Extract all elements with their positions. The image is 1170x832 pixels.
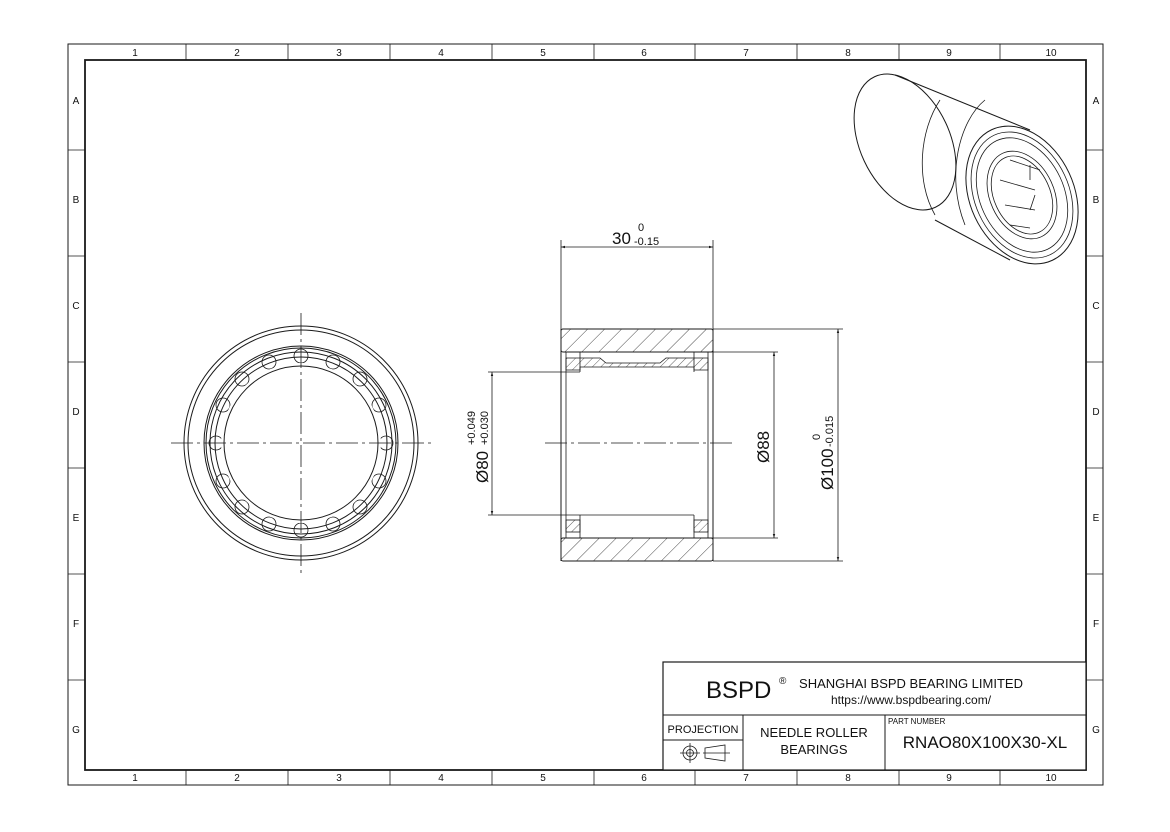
company-url: https://www.bspdbearing.com/: [831, 693, 992, 707]
row-label-left: B: [73, 195, 80, 206]
col-label-bottom: 1: [132, 773, 138, 784]
dimension-raceway: Ø88: [708, 351, 778, 539]
outer-upper-tol: 0: [811, 434, 823, 440]
projection-symbol-icon: [680, 743, 730, 763]
bore-nominal: Ø80: [473, 451, 492, 483]
company-name: SHANGHAI BSPD BEARING LIMITED: [799, 676, 1023, 691]
col-label-bottom: 7: [743, 773, 749, 784]
col-label-bottom: 5: [540, 773, 546, 784]
end-view: [171, 313, 431, 573]
row-label-right: E: [1093, 513, 1100, 524]
isometric-view: [853, 73, 1079, 265]
col-label-top: 1: [132, 48, 138, 59]
row-label-left: F: [73, 619, 79, 630]
part-number-label: PART NUMBER: [888, 717, 946, 726]
bore-upper-tol: +0.049: [466, 411, 478, 445]
col-label-top: 7: [743, 48, 749, 59]
col-label-top: 6: [641, 48, 647, 59]
brand-logo: BSPD: [706, 677, 771, 704]
part-number: RNAO80X100X30-XL: [903, 733, 1067, 752]
row-label-left: D: [72, 407, 79, 418]
col-label-bottom: 3: [336, 773, 342, 784]
row-label-left: C: [72, 301, 79, 312]
width-nominal: 30: [612, 229, 631, 248]
col-label-bottom: 8: [845, 773, 851, 784]
col-label-bottom: 4: [438, 773, 444, 784]
col-label-top: 8: [845, 48, 851, 59]
outer-frame: [67, 43, 1104, 786]
row-label-right: D: [1092, 407, 1099, 418]
dimension-outer: Ø100 0 -0.015: [713, 328, 843, 562]
title-block: BSPD ® SHANGHAI BSPD BEARING LIMITED htt…: [662, 661, 1087, 771]
col-label-bottom: 10: [1045, 773, 1057, 784]
row-label-left: A: [73, 96, 80, 107]
width-lower-tol: -0.15: [634, 236, 659, 248]
col-label-top: 2: [234, 48, 240, 59]
column-zones: 1 2 3 4 5 6 7 8 9 10 1 2 3 4 5 6 7 8 9 1…: [132, 44, 1057, 785]
col-label-top: 9: [946, 48, 952, 59]
bore-lower-tol: +0.030: [479, 411, 491, 445]
section-view: [545, 328, 735, 562]
row-label-right: C: [1092, 301, 1099, 312]
product-type-line1: NEEDLE ROLLER: [760, 725, 868, 740]
registered-mark: ®: [779, 676, 787, 687]
dimension-width: 30 0 -0.15: [560, 222, 714, 329]
row-label-left: E: [73, 513, 80, 524]
row-label-right: A: [1093, 96, 1100, 107]
row-label-right: B: [1093, 195, 1100, 206]
row-label-left: G: [72, 725, 80, 736]
row-label-right: F: [1093, 619, 1099, 630]
col-label-bottom: 2: [234, 773, 240, 784]
row-label-right: G: [1092, 725, 1100, 736]
col-label-top: 3: [336, 48, 342, 59]
outer-lower-tol: -0.015: [824, 416, 836, 447]
col-label-top: 4: [438, 48, 444, 59]
raceway-nominal: Ø88: [754, 431, 773, 463]
col-label-bottom: 6: [641, 773, 647, 784]
projection-label: PROJECTION: [668, 724, 739, 736]
col-label-bottom: 9: [946, 773, 952, 784]
outer-nominal: Ø100: [818, 448, 837, 490]
dimension-bore: Ø80 +0.049 +0.030: [466, 371, 580, 516]
product-type-line2: BEARINGS: [780, 742, 848, 757]
width-upper-tol: 0: [638, 222, 644, 234]
col-label-top: 10: [1045, 48, 1057, 59]
col-label-top: 5: [540, 48, 546, 59]
row-zones: A B C D E F G A B C D E F G: [68, 96, 1103, 736]
